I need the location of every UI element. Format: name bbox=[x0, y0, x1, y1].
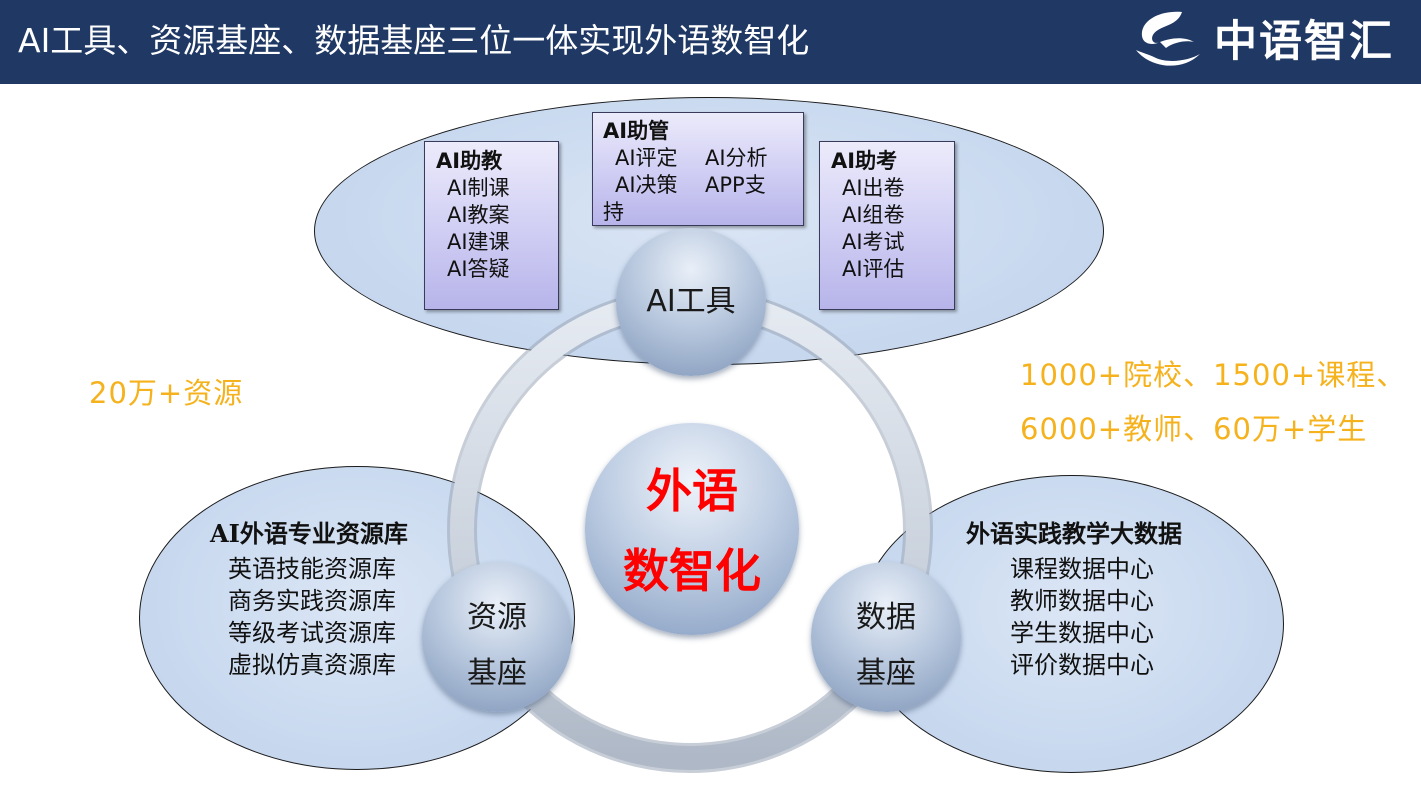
list-item: AI评估 bbox=[842, 257, 905, 281]
list-item: AI答疑 bbox=[447, 257, 510, 281]
resource-base-hub-label: 资源 bbox=[467, 600, 527, 635]
center-hub-label: 数智化 bbox=[623, 544, 761, 598]
list-item: AI建课 bbox=[447, 230, 510, 254]
ai-exam-title: AI助考 bbox=[831, 149, 898, 173]
center-hub-label: 外语 bbox=[646, 464, 738, 518]
list-item: AI组卷 bbox=[842, 203, 905, 227]
resource-base-hub: 资源 基座 bbox=[422, 562, 572, 712]
list-item: APP支 bbox=[705, 173, 766, 197]
resource-base-hub-label: 基座 bbox=[467, 656, 527, 691]
ai-teaching-title: AI助教 bbox=[436, 149, 503, 173]
list-item: AI制课 bbox=[447, 176, 510, 200]
page-title: AI工具、资源基座、数据基座三位一体实现外语数智化 bbox=[18, 21, 810, 60]
institution-stat: 1000+院校、1500+课程、 bbox=[1020, 358, 1407, 392]
list-item: 评价数据中心 bbox=[1010, 651, 1154, 679]
logo-text: 中语智汇 bbox=[1214, 17, 1394, 67]
list-item: 持 bbox=[603, 200, 624, 224]
center-hub: 外语 数智化 bbox=[585, 423, 799, 635]
resource-count-stat: 20万+资源 bbox=[89, 376, 244, 410]
list-item: AI评定 bbox=[615, 146, 678, 170]
ai-exam-box: AI助考 AI出卷 AI组卷 AI考试 AI评估 bbox=[819, 141, 955, 310]
list-item: 课程数据中心 bbox=[1010, 555, 1154, 583]
list-item: AI决策 bbox=[615, 173, 678, 197]
list-item: 教师数据中心 bbox=[1010, 587, 1154, 615]
header-bar: AI工具、资源基座、数据基座三位一体实现外语数智化 中语智汇 bbox=[0, 0, 1421, 84]
list-item: 虚拟仿真资源库 bbox=[228, 651, 396, 679]
data-library-title: 外语实践教学大数据 bbox=[966, 519, 1182, 548]
ai-tools-hub: AI工具 bbox=[616, 228, 766, 376]
resource-library-title: AI外语专业资源库 bbox=[210, 519, 408, 548]
list-item: AI考试 bbox=[842, 230, 905, 254]
list-item: AI出卷 bbox=[842, 176, 905, 200]
list-item: 学生数据中心 bbox=[1010, 619, 1154, 647]
list-item: AI分析 bbox=[705, 146, 768, 170]
list-item: 商务实践资源库 bbox=[228, 587, 396, 615]
ai-teaching-box: AI助教 AI制课 AI教案 AI建课 AI答疑 bbox=[424, 141, 559, 310]
list-item: AI教案 bbox=[447, 203, 510, 227]
teacher-student-stat: 6000+教师、60万+学生 bbox=[1020, 412, 1368, 446]
ai-management-box: AI助管 AI评定 AI分析 AI决策 APP支 持 bbox=[592, 112, 804, 226]
list-item: 等级考试资源库 bbox=[228, 619, 396, 647]
ai-management-title: AI助管 bbox=[603, 119, 670, 143]
ai-tools-hub-label: AI工具 bbox=[646, 284, 736, 319]
list-item: 英语技能资源库 bbox=[228, 555, 396, 583]
data-base-hub-label: 数据 bbox=[856, 600, 916, 635]
logo-icon bbox=[1136, 11, 1200, 66]
data-base-hub: 数据 基座 bbox=[811, 562, 961, 712]
data-base-hub-label: 基座 bbox=[856, 656, 916, 691]
